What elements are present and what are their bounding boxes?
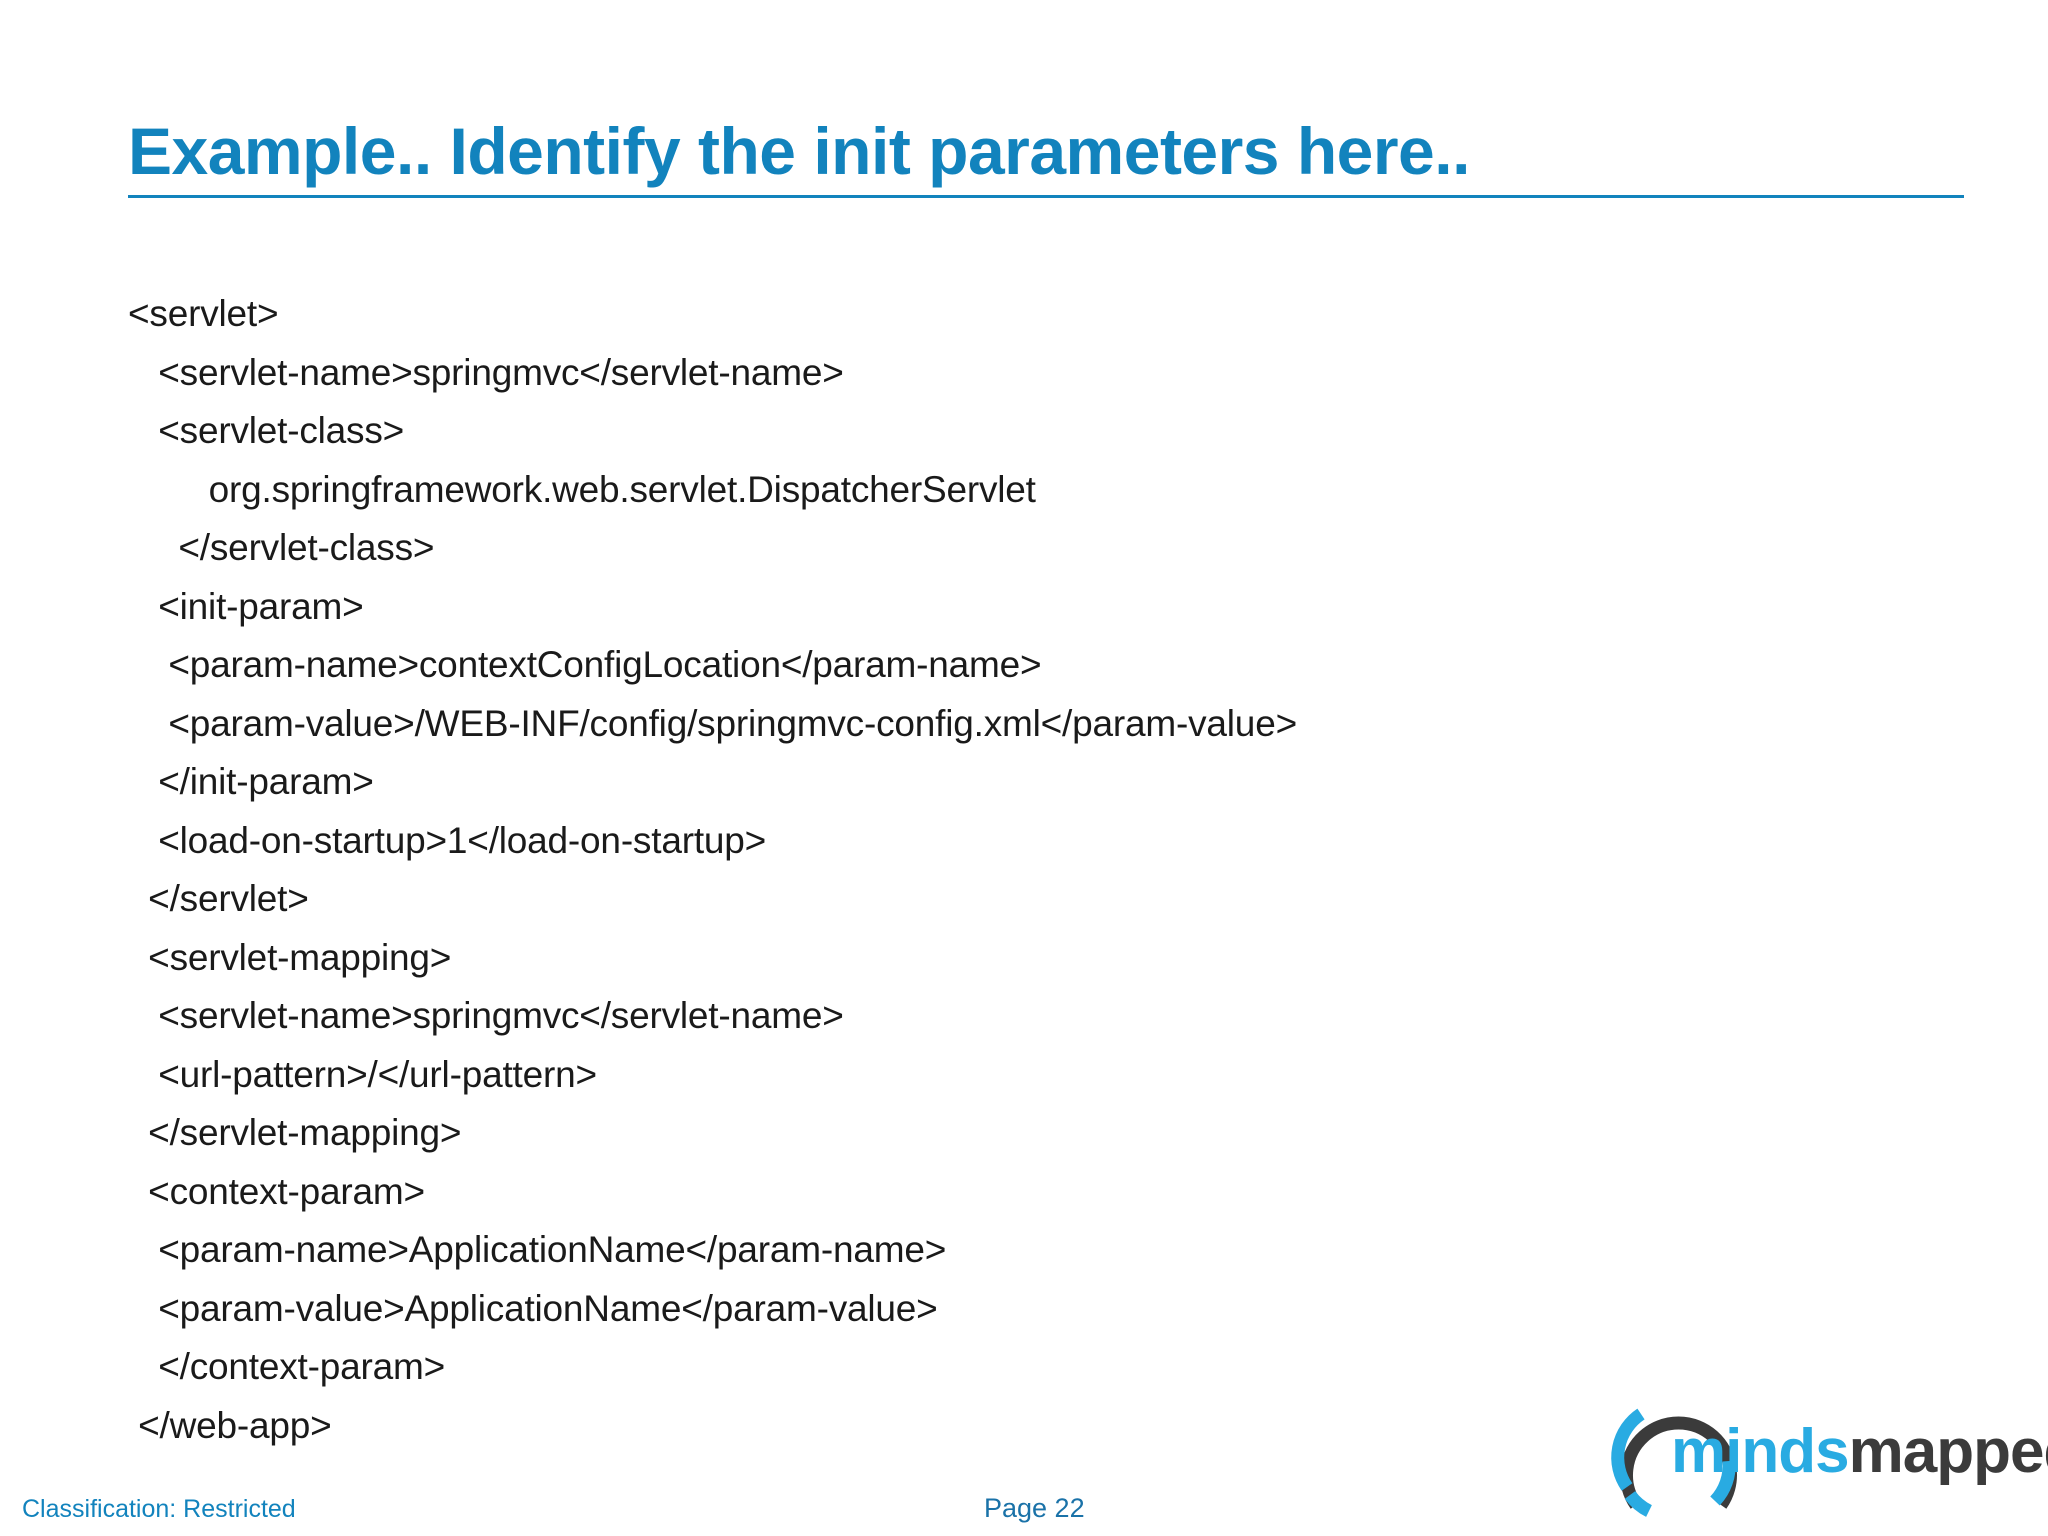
code-line: <context-param> bbox=[128, 1170, 425, 1212]
logo-word-first: minds bbox=[1671, 1417, 1850, 1486]
title-block: Example.. Identify the init parameters h… bbox=[128, 114, 1964, 199]
code-block: <servlet> <servlet-name>springmvc</servl… bbox=[128, 285, 1928, 1455]
logo-wordmark: mindsmapped bbox=[1671, 1421, 2048, 1483]
code-line: <servlet-mapping> bbox=[128, 936, 452, 978]
code-line: <servlet-class> bbox=[128, 410, 405, 451]
code-line: <servlet> bbox=[128, 293, 279, 334]
code-line: </servlet-mapping> bbox=[128, 1112, 462, 1153]
title-underline-rule bbox=[128, 195, 1964, 199]
code-line: <param-value>/WEB-INF/config/springmvc-c… bbox=[128, 702, 1297, 744]
code-line: </init-param> bbox=[128, 761, 374, 802]
page-title: Example.. Identify the init parameters h… bbox=[128, 114, 1470, 188]
code-line: <url-pattern>/</url-pattern> bbox=[128, 1053, 597, 1095]
code-line: <load-on-startup>1</load-on-startup> bbox=[128, 819, 767, 861]
code-line: <param-name>ApplicationName</param-name> bbox=[128, 1229, 947, 1270]
code-line: <servlet-name>springmvc</servlet-name> bbox=[128, 351, 844, 393]
code-line: <param-name>contextConfigLocation</param… bbox=[128, 644, 1042, 685]
footer-page-number: Page 22 bbox=[984, 1493, 1085, 1523]
code-line: </context-param> bbox=[128, 1346, 446, 1387]
code-line: <init-param> bbox=[128, 585, 364, 627]
code-line: </web-app> bbox=[128, 1404, 332, 1446]
code-line: <param-value>ApplicationName</param-valu… bbox=[128, 1287, 938, 1329]
code-line: </servlet-class> bbox=[128, 527, 435, 568]
footer-classification: Classification: Restricted bbox=[22, 1495, 296, 1523]
code-line: </servlet> bbox=[128, 878, 309, 919]
code-line: <servlet-name>springmvc</servlet-name> bbox=[128, 995, 844, 1036]
logo-word-second: mapped bbox=[1848, 1417, 2048, 1486]
logo-ring-icon bbox=[1611, 1408, 1737, 1517]
code-line: org.springframework.web.servlet.Dispatch… bbox=[128, 468, 1036, 510]
mindsmapped-logo: mindsmapped bbox=[1603, 1383, 2048, 1533]
